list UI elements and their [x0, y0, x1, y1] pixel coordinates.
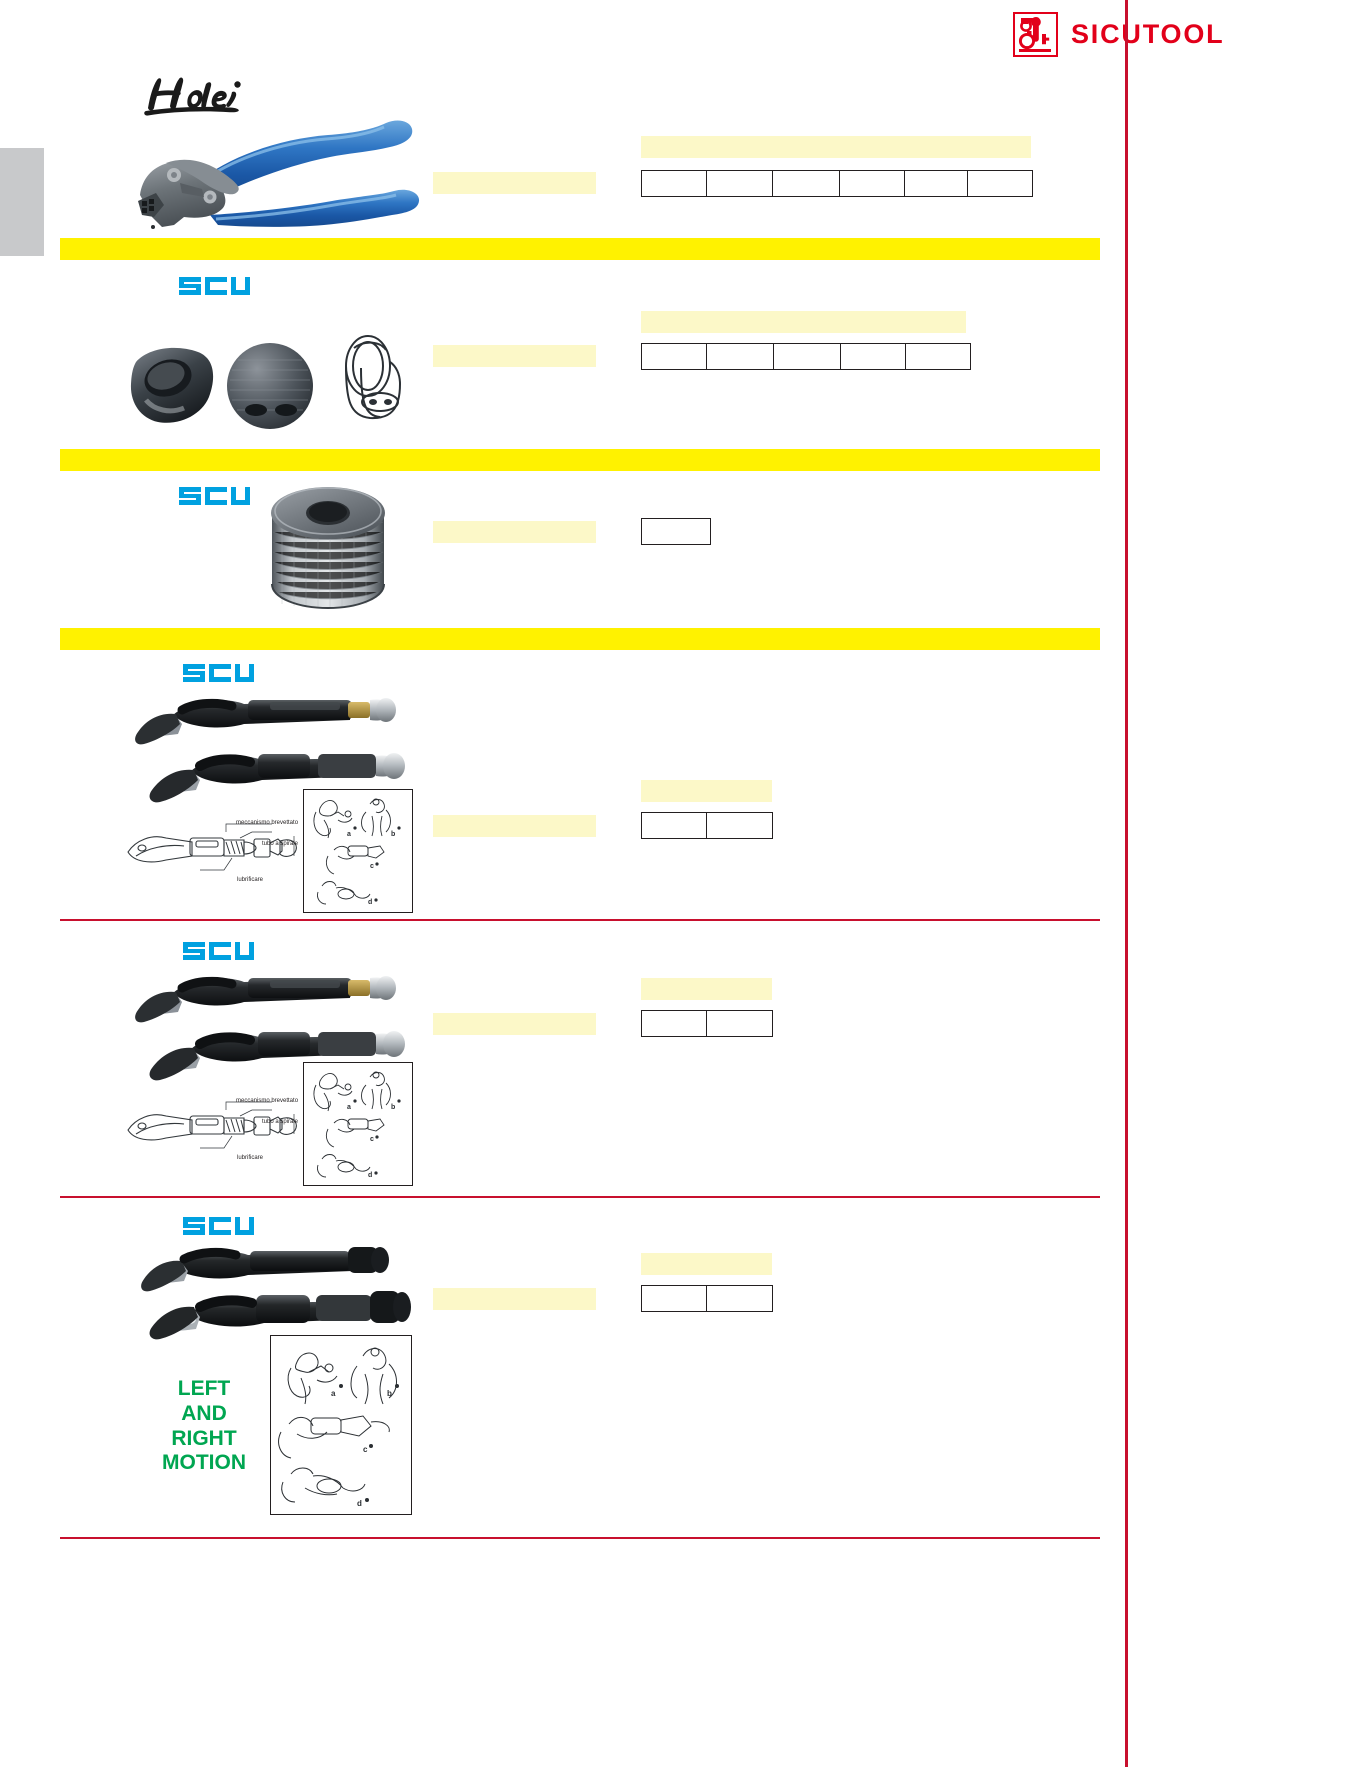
divider-band-3	[60, 628, 1100, 650]
spec-cell	[707, 1286, 772, 1311]
svg-text:b: b	[391, 831, 395, 838]
spec-cell	[707, 813, 772, 838]
svg-text:d: d	[357, 1499, 362, 1508]
motion-note-line: RIGHT	[171, 1426, 237, 1450]
divider-band-1	[60, 238, 1100, 260]
scu-brand-logo	[182, 1213, 258, 1239]
brand-header: SICUTOOL	[1013, 12, 1224, 57]
scu-brand-logo	[182, 938, 258, 964]
spec-cell	[840, 171, 905, 196]
product-schematic-twister	[122, 1090, 312, 1190]
row-5-spec-table	[641, 1010, 773, 1037]
schematic-label-spiral-tube: tubo a spirale	[262, 1119, 299, 1125]
svg-text:d: d	[368, 899, 372, 906]
row-5-header-slot	[641, 978, 772, 1000]
spec-cell	[642, 1011, 707, 1036]
motion-note: LEFT AND RIGHT MOTION	[150, 1377, 258, 1476]
spec-cell	[905, 171, 969, 196]
product-photo-wire-spool	[258, 480, 398, 615]
row-4-spec-table	[641, 812, 773, 839]
divider-rule-1	[60, 919, 1100, 921]
row-5-title-slot	[433, 1013, 596, 1035]
row-2-spec-table	[641, 343, 971, 370]
svg-text:a: a	[331, 1389, 336, 1398]
svg-text:c: c	[370, 1136, 374, 1143]
motion-note-line: MOTION	[162, 1451, 246, 1475]
spec-cell	[773, 171, 840, 196]
spec-cell	[707, 344, 774, 369]
spec-cell	[906, 344, 970, 369]
row-3-spec-table	[641, 518, 711, 545]
product-photo-twister-pliers-a	[120, 680, 420, 815]
spec-cell	[774, 344, 841, 369]
spec-cell	[642, 344, 707, 369]
svg-text:b: b	[391, 1104, 395, 1111]
product-photo-lead-seals	[118, 318, 418, 443]
spec-cell	[707, 171, 774, 196]
row-4-header-slot	[641, 780, 772, 802]
svg-text:a: a	[347, 1104, 351, 1111]
divider-rule-3	[60, 1537, 1100, 1539]
instruction-diagram-c: a b c d	[270, 1335, 412, 1515]
scu-brand-logo	[178, 273, 254, 299]
spec-cell	[841, 344, 906, 369]
svg-text:d: d	[368, 1172, 372, 1179]
instruction-diagram-b: a b c d	[303, 1062, 413, 1186]
scu-brand-logo	[182, 660, 258, 686]
row-1-title-slot	[433, 172, 596, 194]
divider-band-2	[60, 449, 1100, 471]
row-1-header-slot	[641, 136, 1031, 158]
page-edge-rule	[1125, 0, 1128, 1767]
row-4-title-slot	[433, 815, 596, 837]
svg-text:c: c	[370, 863, 374, 870]
schematic-label-lubricate: lubrificare	[237, 877, 264, 883]
row-6-header-slot	[641, 1253, 772, 1275]
spec-cell	[642, 171, 707, 196]
product-photo-locking-pliers	[118, 105, 438, 230]
sicutool-logo-icon	[1013, 12, 1058, 57]
svg-text:c: c	[363, 1445, 368, 1454]
section-side-tab	[0, 148, 44, 256]
row-3-title-slot	[433, 521, 596, 543]
motion-note-line: LEFT	[177, 1377, 231, 1400]
svg-text:a: a	[347, 831, 351, 838]
row-1-spec-table	[641, 170, 1033, 197]
schematic-label-mechanism: meccanismo brevettato	[236, 820, 299, 826]
spec-cell	[642, 813, 707, 838]
row-6-title-slot	[433, 1288, 596, 1310]
schematic-label-lubricate: lubrificare	[237, 1155, 264, 1161]
spec-cell	[968, 171, 1032, 196]
spec-cell	[707, 1011, 772, 1036]
product-photo-reversible-twister-pliers	[130, 1235, 420, 1360]
divider-rule-2	[60, 1196, 1100, 1198]
spec-cell	[642, 519, 710, 544]
spec-cell	[642, 1286, 707, 1311]
motion-note-line: AND	[181, 1401, 227, 1425]
svg-text:b: b	[387, 1389, 392, 1398]
scu-brand-logo	[178, 483, 254, 509]
brand-wordmark: SICUTOOL	[1071, 19, 1225, 49]
schematic-label-mechanism: meccanismo brevettato	[236, 1098, 299, 1104]
schematic-label-spiral-tube: tubo a spirale	[262, 841, 299, 847]
product-photo-twister-pliers-b	[120, 958, 420, 1093]
hadie-brand-logo	[140, 70, 260, 123]
product-schematic-twister	[122, 812, 312, 912]
row-2-header-slot	[641, 311, 966, 333]
instruction-diagram-a: a b c d	[303, 789, 413, 913]
row-6-spec-table	[641, 1285, 773, 1312]
row-2-title-slot	[433, 345, 596, 367]
